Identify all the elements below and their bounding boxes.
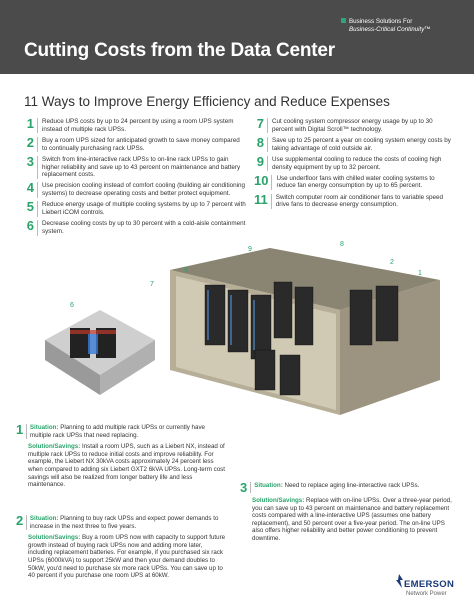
room-back-wall [170, 248, 440, 310]
green-square-icon [341, 18, 346, 23]
callout-9: 8 [340, 241, 344, 248]
server-rack [294, 286, 314, 346]
situation-block-2: 2 Situation: Planning to buy rack UPSs a… [16, 513, 228, 580]
server-rack [279, 354, 301, 396]
tagline-line-2: Business-Critical Continuity™ [349, 26, 431, 33]
situation-number: 2 [16, 513, 24, 528]
way-number: 4 [26, 180, 34, 196]
situation-block-1: 1 Situation: Planning to add multiple ra… [16, 422, 228, 489]
callout-1: 1 [418, 270, 422, 277]
way-item: 1 Reduce UPS costs by up to 24 percent by… [24, 116, 246, 134]
way-item: 3 Switch from line-interactive rack UPSs … [24, 153, 246, 179]
situation-label: Situation: [29, 515, 59, 522]
way-text: Use supplemental cooling to reduce the c… [272, 155, 442, 171]
page-subtitle: 11 Ways to Improve Energy Efficiency and… [24, 94, 390, 109]
server-racks [204, 281, 399, 396]
way-item: 6 Decrease cooling costs by up to 30 perc… [24, 218, 246, 236]
server-rack [273, 281, 293, 339]
way-text: Switch computer room air conditioner fan… [275, 193, 444, 209]
way-number: 11 [254, 191, 268, 207]
situation-number: 1 [16, 422, 24, 437]
way-item: 9 Use supplemental cooling to reduce the … [254, 153, 454, 172]
way-number: 1 [26, 116, 34, 131]
way-text: Cut cooling system compressor energy usa… [272, 118, 433, 133]
containment-rack [70, 328, 90, 358]
situation-number: 3 [240, 480, 248, 495]
server-rack [349, 289, 373, 346]
page-title: Cutting Costs from the Data Center [24, 40, 335, 61]
way-item: 8 Save up to 25 percent a year on cooling… [254, 134, 454, 153]
logo-brand: EMERSON [404, 579, 455, 590]
callout-2: 2 [390, 259, 394, 266]
way-item: 4 Use precision cooling instead of comfor… [24, 180, 246, 198]
solution-text: Buy a room UPS now with capacity to supp… [28, 534, 226, 580]
way-text: Reduce UPS costs by up to 24 percent by … [42, 118, 234, 133]
page-header: Business Solutions For Business-Critical… [0, 0, 474, 74]
tagline-line-1: Business Solutions For [349, 18, 413, 25]
solution-label: Solution/Savings: [28, 534, 81, 542]
ways-list-right: 7 Cut cooling system compressor energy us… [254, 116, 454, 213]
emerson-mark-icon [396, 574, 403, 588]
way-number: 3 [26, 153, 34, 169]
callout-6: 6 [70, 302, 74, 309]
situation-text: Need to replace aging line-interactive r… [284, 482, 420, 489]
way-item: 11 Switch computer room air conditioner f… [254, 191, 454, 210]
way-text: Use underfloor fans with chilled water c… [276, 174, 435, 190]
small-room-left-side [45, 340, 100, 395]
situation-label: Situation: [29, 424, 59, 431]
way-text: Buy a room UPS sized for anticipated gro… [42, 136, 240, 152]
callout-7: 9 [248, 246, 252, 253]
situation-text: Planning to buy rack UPSs and expect pow… [29, 515, 219, 530]
server-rack [227, 289, 249, 353]
ways-list-left: 1 Reduce UPS costs by up to 24 percent by… [24, 116, 246, 239]
way-number: 6 [26, 218, 34, 234]
way-number: 2 [26, 134, 34, 150]
server-rack [254, 349, 276, 391]
containment-rack [96, 328, 116, 358]
way-item: 7 Cut cooling system compressor energy us… [254, 116, 454, 134]
rack-lights [207, 290, 255, 350]
way-number: 5 [26, 199, 34, 215]
way-text: Decrease cooling costs by up to 30 perce… [42, 220, 246, 235]
situation-block-3: 3 Situation: Need to replace aging line-… [240, 480, 456, 543]
way-item: 5 Reduce energy usage of multiple cooling… [24, 199, 246, 217]
way-text: Reduce energy usage of multiple cooling … [42, 201, 246, 217]
way-number: 7 [256, 116, 264, 131]
callout-5: 5 [184, 267, 188, 274]
hot-aisle-highlight [70, 330, 116, 334]
solution-text: Install a room UPS, such as a Liebert NX… [28, 443, 225, 489]
situation-text: Planning to add multiple rack UPSs or cu… [29, 424, 205, 439]
small-room-right-side [100, 340, 155, 395]
solution-label: Solution/Savings: [28, 443, 81, 451]
way-text: Use precision cooling instead of comfort… [42, 182, 246, 198]
solution-text: Replace with on-line UPSs. Over a three-… [252, 497, 452, 542]
way-item: 10 Use underfloor fans with chilled water… [254, 172, 454, 191]
solution-label: Solution/Savings: [252, 497, 305, 504]
server-rack [204, 284, 226, 346]
callout-8: 7 [150, 281, 154, 288]
way-text: Save up to 25 percent a year on cooling … [272, 136, 451, 152]
way-number: 9 [256, 153, 264, 169]
situation-label: Situation: [254, 482, 283, 489]
way-number: 10 [254, 172, 269, 188]
logo-subtitle: Network Power [406, 591, 447, 597]
cold-aisle-illustration [45, 310, 155, 395]
tagline: Business Solutions For Business-Critical… [341, 18, 471, 34]
data-center-illustration [170, 248, 440, 415]
cold-aisle-highlight [88, 334, 98, 354]
server-rack [375, 285, 399, 342]
way-item: 2 Buy a room UPS sized for anticipated gr… [24, 134, 246, 153]
way-text: Switch from line-interactive rack UPSs t… [42, 155, 241, 179]
way-number: 8 [256, 134, 264, 150]
